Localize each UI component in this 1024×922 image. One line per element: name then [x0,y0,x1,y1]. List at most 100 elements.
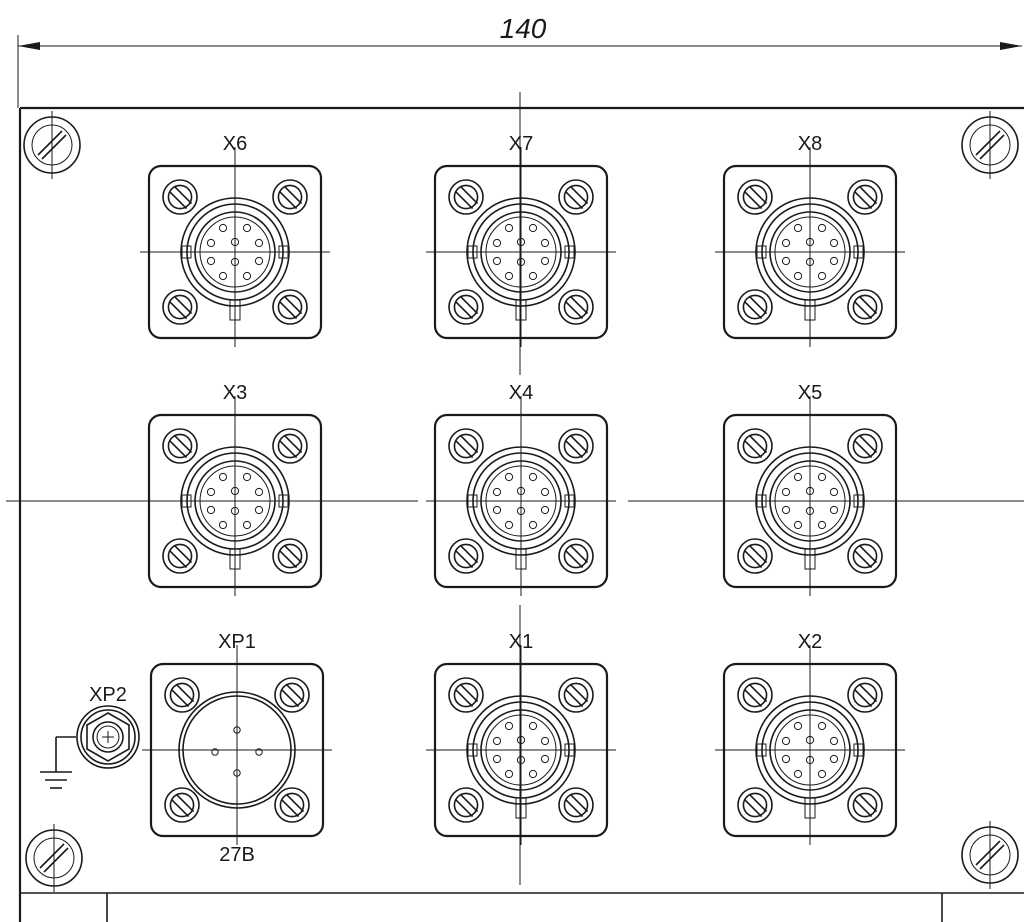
contact-pin [218,271,228,281]
contact-pin [805,755,815,765]
contact-pin [230,237,240,247]
contact-pin [233,769,241,777]
contact-pin [793,769,803,779]
contact-pin [829,736,839,746]
connector-sublabel-xp1: 27B [219,844,255,866]
contact-pin [230,486,240,496]
contact-pin [540,505,550,515]
contact-pin [516,486,526,496]
contact-pin [817,472,827,482]
mounting-screw [272,428,308,464]
contact-pin [242,271,252,281]
contact-pin [492,238,502,248]
contact-pin [218,223,228,233]
contact-pin [254,256,264,266]
contact-pin [781,238,791,248]
mounting-screw [272,538,308,574]
mounting-screw [274,787,310,823]
contact-pin [540,487,550,497]
corner-screw [961,111,1019,179]
contact-pin [504,271,514,281]
contact-pin [516,257,526,267]
contact-pin [781,505,791,515]
ground-icon [40,736,76,789]
mounting-screw [448,538,484,574]
mounting-screw [162,428,198,464]
contact-pin [492,256,502,266]
contact-pin [540,256,550,266]
contact-pin [540,238,550,248]
contact-pin [829,505,839,515]
contact-pin [528,769,538,779]
contact-pin [829,754,839,764]
connector-label-x3: X3 [223,382,247,404]
contact-pin [793,271,803,281]
mounting-screw [737,538,773,574]
mounting-screw [558,538,594,574]
contact-pin [805,735,815,745]
corner-screw [23,111,81,179]
mounting-screw [558,289,594,325]
mounting-screw [737,428,773,464]
contact-pin [516,237,526,247]
connector-label-xp1: XP1 [218,631,256,653]
contact-pin [793,721,803,731]
contact-pin [805,486,815,496]
contact-pin [793,472,803,482]
contact-pin [817,721,827,731]
contact-pin [781,754,791,764]
contact-pin [254,487,264,497]
mounting-screw [448,677,484,713]
mounting-screw [847,677,883,713]
contact-pin [206,487,216,497]
mounting-screw [847,179,883,215]
contact-pin [781,487,791,497]
mounting-screw [164,677,200,713]
mounting-screw [162,538,198,574]
contact-pin [218,520,228,530]
connector-label-x4: X4 [509,382,533,404]
contact-pin [781,256,791,266]
connector-x6: X6 [140,133,330,347]
contact-pin [206,505,216,515]
connector-x7: X7 [426,133,616,347]
contact-pin [528,472,538,482]
contact-pin [829,238,839,248]
contact-pin [528,721,538,731]
contact-pin [528,271,538,281]
contact-pin [504,769,514,779]
contact-pin [254,238,264,248]
centerlines [6,92,1024,885]
contact-pin [206,238,216,248]
connector-label-x7: X7 [509,133,533,155]
mounting-screw [272,289,308,325]
mounting-screw [448,179,484,215]
corner-screw [25,824,83,892]
contact-pin [829,256,839,266]
mounting-screw [847,289,883,325]
corner-screw [961,821,1019,889]
connector-label-x6: X6 [223,133,247,155]
mounting-screw [448,289,484,325]
contact-pin [781,736,791,746]
contact-pin [817,223,827,233]
contact-pin [528,223,538,233]
contact-pin [540,754,550,764]
contact-pin [254,505,264,515]
contact-pin [528,520,538,530]
contact-pin [242,472,252,482]
mounting-screw [558,179,594,215]
mounting-screw [847,787,883,823]
contact-pin [516,755,526,765]
contact-pin [218,472,228,482]
contact-pin [516,735,526,745]
mounting-screw [162,289,198,325]
connector-label-x1: X1 [509,631,533,653]
connector-label-x8: X8 [798,133,822,155]
connector-x4: X4 [426,382,616,596]
contact-pin [516,506,526,516]
contact-pin [805,257,815,267]
mounting-screw [558,677,594,713]
contact-pin [805,506,815,516]
